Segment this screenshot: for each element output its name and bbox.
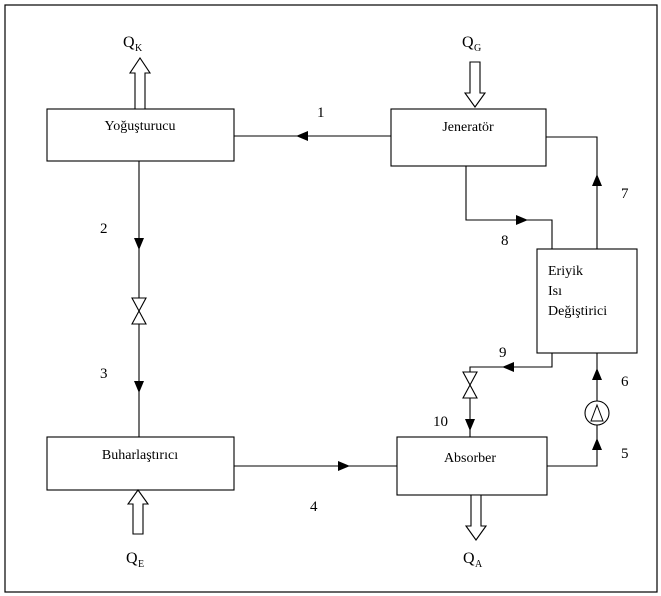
svg-text:G: G xyxy=(474,43,481,54)
state-point-9: 9 xyxy=(499,345,507,361)
heat-exchanger-box: Eriyik Isı Değiştirici xyxy=(536,248,638,354)
heat-out-arrow-condenser xyxy=(128,57,152,110)
svg-text:Q: Q xyxy=(463,550,475,567)
heat-in-arrow-generator xyxy=(463,61,487,108)
flow-line-8 xyxy=(465,166,553,249)
svg-text:Q: Q xyxy=(126,550,138,567)
condenser-box: Yoğuşturucu xyxy=(46,108,235,162)
heat-label-absorber: Q A xyxy=(463,550,483,570)
condenser-label: Yoğuşturucu xyxy=(105,119,176,134)
flow-line-4 xyxy=(234,461,397,471)
heat-exchanger-label-line-1: Eriyik xyxy=(548,264,583,279)
absorber-box: Absorber xyxy=(396,436,548,496)
svg-text:Q: Q xyxy=(123,34,135,51)
state-point-4: 4 xyxy=(310,499,318,515)
absorber-label: Absorber xyxy=(444,451,496,466)
evaporator-box: Buharlaştırıcı xyxy=(46,436,235,491)
state-point-7: 7 xyxy=(621,186,629,202)
expansion-valve-refrigerant xyxy=(131,297,147,325)
flow-line-1 xyxy=(234,131,391,141)
state-point-8: 8 xyxy=(501,233,509,249)
heat-exchanger-label-line-2: Isı xyxy=(548,284,562,299)
heat-out-arrow-absorber xyxy=(464,494,488,541)
heat-label-evaporator: Q E xyxy=(126,550,144,570)
pump-icon xyxy=(584,400,610,426)
state-point-5: 5 xyxy=(621,446,629,462)
state-point-6: 6 xyxy=(621,374,629,390)
heat-exchanger-label-line-3: Değiştirici xyxy=(548,304,607,319)
heat-label-generator: Q G xyxy=(462,34,481,54)
flow-line-7 xyxy=(546,136,602,249)
svg-text:E: E xyxy=(138,559,144,570)
diagram-frame xyxy=(4,4,658,593)
svg-text:K: K xyxy=(135,43,143,54)
svg-text:A: A xyxy=(475,559,483,570)
heat-label-condenser: Q K xyxy=(123,34,143,54)
heat-in-arrow-evaporator xyxy=(126,489,150,535)
state-point-2: 2 xyxy=(100,221,108,237)
svg-text:Q: Q xyxy=(462,34,474,51)
expansion-valve-solution xyxy=(462,371,478,399)
state-point-3: 3 xyxy=(100,366,108,382)
flow-line-9-10 xyxy=(465,353,553,437)
generator-box: Jeneratör xyxy=(390,108,547,167)
flow-line-5-6 xyxy=(547,353,602,467)
state-point-10: 10 xyxy=(433,414,448,430)
generator-label: Jeneratör xyxy=(442,120,494,135)
evaporator-label: Buharlaştırıcı xyxy=(102,448,178,463)
flow-line-2-3 xyxy=(134,161,144,437)
state-point-1: 1 xyxy=(317,105,325,121)
